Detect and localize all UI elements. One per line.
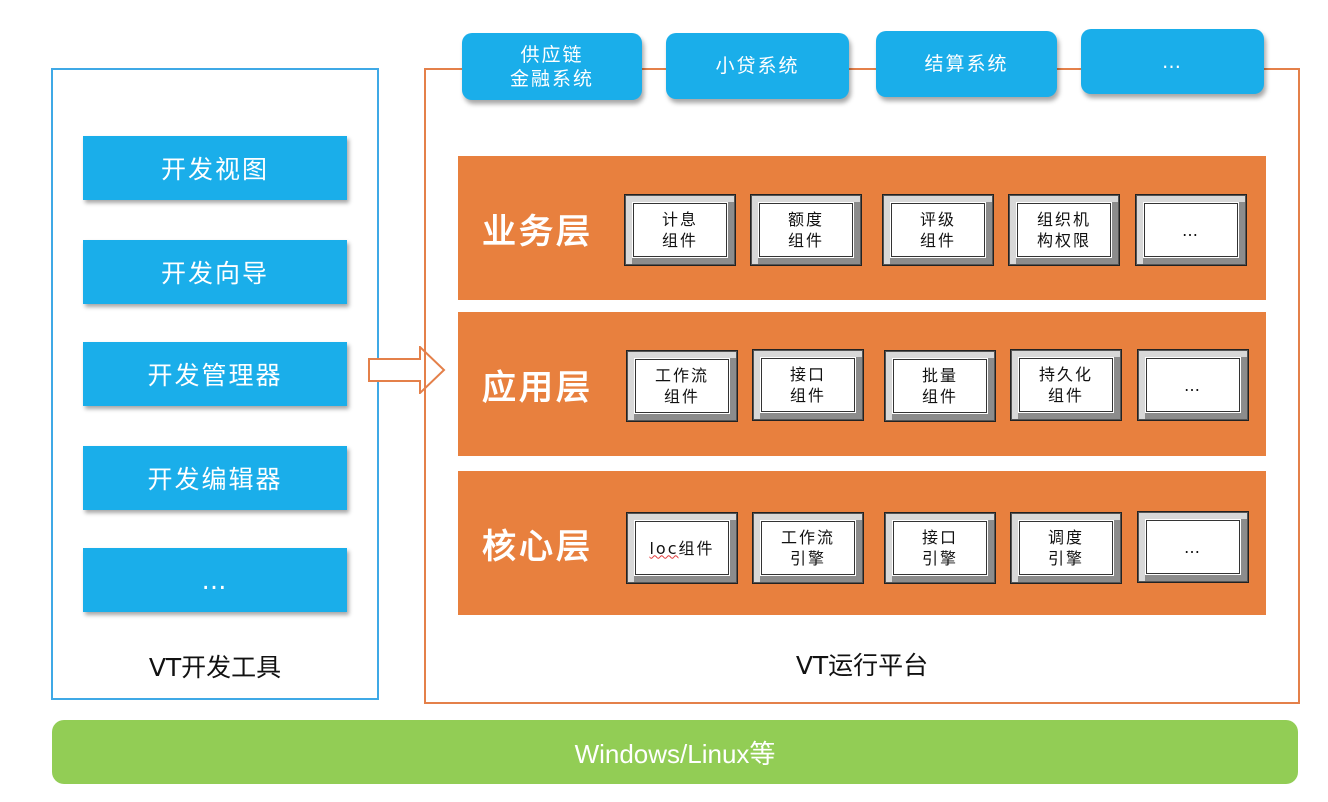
layer-title: 核心层	[482, 526, 593, 567]
component-label-line: …	[1184, 375, 1202, 395]
component-label-line: 额度	[787, 210, 824, 229]
runtime-platform-panel: VT运行平台	[424, 68, 1300, 704]
more-systems[interactable]: …	[1081, 29, 1264, 94]
component-label-line: 调度	[1047, 528, 1084, 547]
settlement-system[interactable]: 结算系统	[876, 31, 1057, 97]
dev-tools-panel: 开发视图 开发向导 开发管理器 开发编辑器 … VT开发工具	[51, 68, 379, 700]
dev-tools-caption: VT开发工具	[148, 653, 282, 682]
component-label-line: 构权限	[1036, 231, 1091, 250]
component-label-line: 接口	[921, 528, 958, 547]
spellcheck-word: loc	[649, 538, 679, 558]
component-label-line: 组件	[663, 387, 700, 406]
component-label-line: 组件	[789, 386, 826, 405]
component-label-line: loc组件	[649, 538, 715, 558]
business-layer: 业务层	[458, 156, 1266, 300]
component-label-line: 组件	[1047, 386, 1084, 405]
workflow-component[interactable]: 工作流 组件	[626, 350, 738, 422]
component-label-line: 计息	[661, 210, 698, 229]
layer-title: 应用层	[482, 367, 593, 408]
core-more-component[interactable]: …	[1137, 511, 1249, 583]
component-label-line: 引擎	[921, 549, 958, 568]
dev-manager-item[interactable]: 开发管理器	[83, 342, 347, 406]
scheduler-engine-component[interactable]: 调度 引擎	[1010, 512, 1122, 584]
interest-component[interactable]: 计息 组件	[624, 194, 736, 266]
persistence-component[interactable]: 持久化 组件	[1010, 349, 1122, 421]
dev-view-item[interactable]: 开发视图	[83, 136, 347, 200]
component-label-line: 持久化	[1038, 365, 1093, 384]
layer-title: 业务层	[482, 211, 593, 252]
component-label-line: …	[1182, 220, 1200, 240]
interface-engine-component[interactable]: 接口 引擎	[884, 512, 996, 584]
org-permission-component[interactable]: 组织机 构权限	[1008, 194, 1120, 266]
rating-component[interactable]: 评级 组件	[882, 194, 994, 266]
loc-component[interactable]: loc组件	[626, 512, 738, 584]
system-label-line: 小贷系统	[715, 55, 800, 77]
system-label-line: 供应链	[520, 43, 584, 66]
interface-component[interactable]: 接口 组件	[752, 349, 864, 421]
system-label-line: …	[1162, 50, 1183, 73]
business-more-component[interactable]: …	[1135, 194, 1247, 266]
component-label-line: …	[1184, 537, 1202, 557]
micro-loan-system[interactable]: 小贷系统	[666, 33, 849, 99]
component-label-line: 工作流	[654, 366, 709, 385]
component-label-line: 组件	[921, 387, 958, 406]
component-label-line: 组织机	[1036, 210, 1091, 229]
component-label-line: 组件	[787, 231, 824, 250]
component-label-line: 组件	[919, 231, 956, 250]
application-more-component[interactable]: …	[1137, 349, 1249, 421]
component-label-line: 接口	[789, 365, 826, 384]
system-label-line: 金融系统	[509, 67, 594, 90]
component-label-line: 组件	[661, 231, 698, 250]
quota-component[interactable]: 额度 组件	[750, 194, 862, 266]
component-label-line: 批量	[921, 366, 958, 385]
dev-wizard-item[interactable]: 开发向导	[83, 240, 347, 304]
os-layer-bar: Windows/Linux等	[52, 720, 1298, 784]
runtime-platform-caption: VT运行平台	[795, 651, 929, 680]
component-label-line: 评级	[919, 210, 956, 229]
dev-more-item[interactable]: …	[83, 548, 347, 612]
dev-editor-item[interactable]: 开发编辑器	[83, 446, 347, 510]
batch-component[interactable]: 批量 组件	[884, 350, 996, 422]
component-label-line: 引擎	[1047, 549, 1084, 568]
workflow-engine-component[interactable]: 工作流 引擎	[752, 512, 864, 584]
component-label-line: 工作流	[780, 528, 835, 547]
supply-chain-finance-system[interactable]: 供应链 金融系统	[462, 33, 642, 100]
component-label-line: 引擎	[789, 549, 826, 568]
system-label-line: 结算系统	[924, 53, 1009, 75]
